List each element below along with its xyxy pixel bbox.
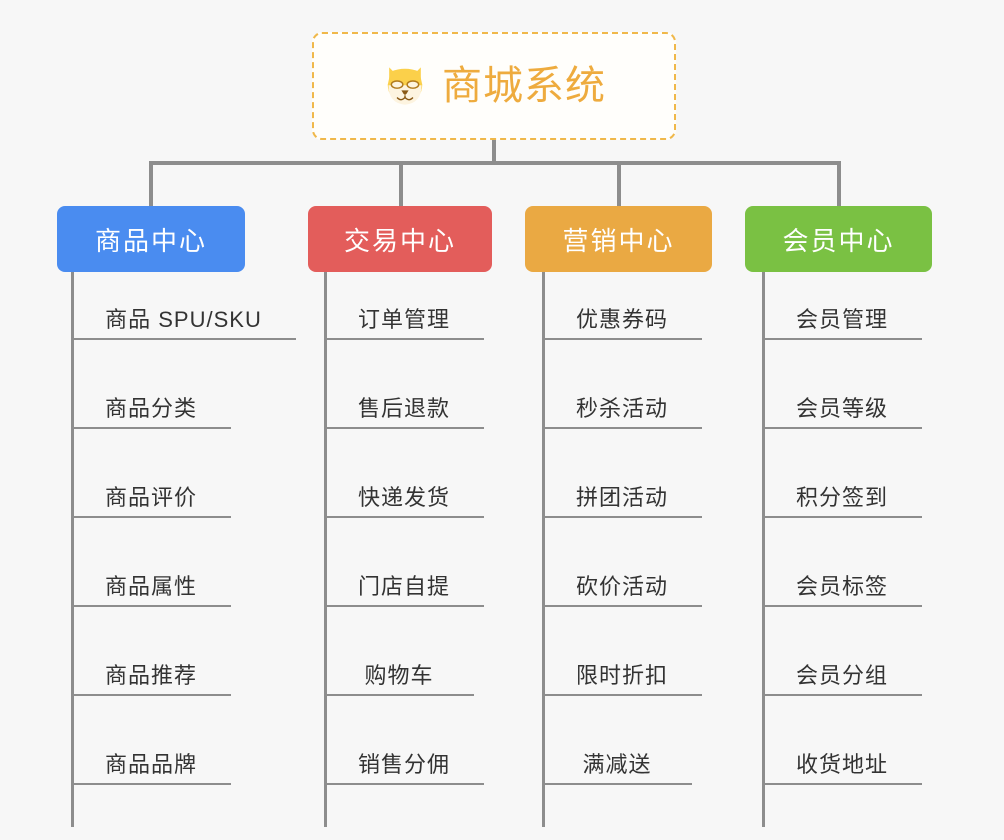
leaf-spine <box>542 272 545 827</box>
leaf-item[interactable]: 优惠券码 <box>542 272 702 340</box>
leaf-item[interactable]: 满减送 <box>542 717 692 785</box>
category-header-trade-center[interactable]: 交易中心 <box>308 206 492 272</box>
root-title: 商城系统 <box>442 64 606 108</box>
leaf-item[interactable]: 商品推荐 <box>71 628 231 696</box>
leaf-spine <box>324 272 327 827</box>
leaf-item-label: 售后退款 <box>357 396 450 421</box>
leaf-item-label: 商品 SPU/SKU <box>105 307 262 332</box>
leaf-item[interactable]: 砍价活动 <box>542 539 702 607</box>
leaf-item[interactable]: 会员标签 <box>762 539 922 607</box>
connector-drop-1 <box>149 161 153 206</box>
leaf-item[interactable]: 会员分组 <box>762 628 922 696</box>
leaf-item[interactable]: 门店自提 <box>324 539 484 607</box>
category-label: 会员中心 <box>782 225 895 256</box>
leaf-item-label: 门店自提 <box>357 574 450 599</box>
category-label: 交易中心 <box>343 225 456 256</box>
category-header-product-center[interactable]: 商品中心 <box>57 206 245 272</box>
leaf-item-label: 秒杀活动 <box>575 396 668 421</box>
leaf-item[interactable]: 售后退款 <box>324 361 484 429</box>
category-header-member-center[interactable]: 会员中心 <box>745 206 932 272</box>
leaf-item[interactable]: 会员管理 <box>762 272 922 340</box>
leaf-item[interactable]: 商品属性 <box>71 539 231 607</box>
category-label: 营销中心 <box>562 225 675 256</box>
leaf-item[interactable]: 秒杀活动 <box>542 361 702 429</box>
leaf-item-label: 会员标签 <box>795 574 888 599</box>
leaf-item[interactable]: 商品分类 <box>71 361 231 429</box>
connector-drop-3 <box>617 161 621 206</box>
leaf-item[interactable]: 快递发货 <box>324 450 484 518</box>
leaf-item-label: 积分签到 <box>795 485 888 510</box>
leaf-item-label: 优惠券码 <box>575 307 668 332</box>
connector-drop-4 <box>837 161 841 206</box>
connector-horizontal-bus <box>149 161 841 165</box>
leaf-item-label: 会员分组 <box>795 663 888 688</box>
root-node-mall-system[interactable]: 商城系统 <box>312 32 676 140</box>
leaf-item[interactable]: 商品 SPU/SKU <box>71 272 296 340</box>
leaf-spine <box>762 272 765 827</box>
leaf-item[interactable]: 销售分佣 <box>324 717 484 785</box>
leaf-item-label: 销售分佣 <box>357 752 450 777</box>
leaf-item[interactable]: 订单管理 <box>324 272 484 340</box>
leaf-item-label: 收货地址 <box>795 752 888 777</box>
leaf-item-label: 订单管理 <box>357 307 450 332</box>
leaf-item-label: 商品评价 <box>104 485 197 510</box>
leaf-item-label: 商品推荐 <box>104 663 197 688</box>
connector-root-stem <box>492 140 496 164</box>
leaf-item[interactable]: 积分签到 <box>762 450 922 518</box>
leaf-item-label: 购物车 <box>364 663 434 688</box>
connector-drop-2 <box>399 161 403 206</box>
leaf-spine <box>71 272 74 827</box>
leaf-item[interactable]: 商品评价 <box>71 450 231 518</box>
leaf-item-label: 拼团活动 <box>575 485 668 510</box>
leaf-item[interactable]: 会员等级 <box>762 361 922 429</box>
leaf-item[interactable]: 购物车 <box>324 628 474 696</box>
leaf-item-label: 商品品牌 <box>104 752 197 777</box>
shiba-dog-icon <box>387 67 423 105</box>
leaf-item-label: 会员等级 <box>795 396 888 421</box>
leaf-item[interactable]: 商品品牌 <box>71 717 231 785</box>
leaf-item[interactable]: 收货地址 <box>762 717 922 785</box>
leaf-item-label: 满减送 <box>582 752 652 777</box>
leaf-item[interactable]: 拼团活动 <box>542 450 702 518</box>
leaf-item-label: 会员管理 <box>795 307 888 332</box>
leaf-item-label: 商品属性 <box>104 574 197 599</box>
category-header-marketing-center[interactable]: 营销中心 <box>525 206 712 272</box>
leaf-item-label: 商品分类 <box>104 396 197 421</box>
leaf-item-label: 快递发货 <box>357 485 450 510</box>
leaf-item[interactable]: 限时折扣 <box>542 628 702 696</box>
leaf-item-label: 砍价活动 <box>575 574 668 599</box>
leaf-item-label: 限时折扣 <box>575 663 668 688</box>
category-label: 商品中心 <box>94 225 207 256</box>
